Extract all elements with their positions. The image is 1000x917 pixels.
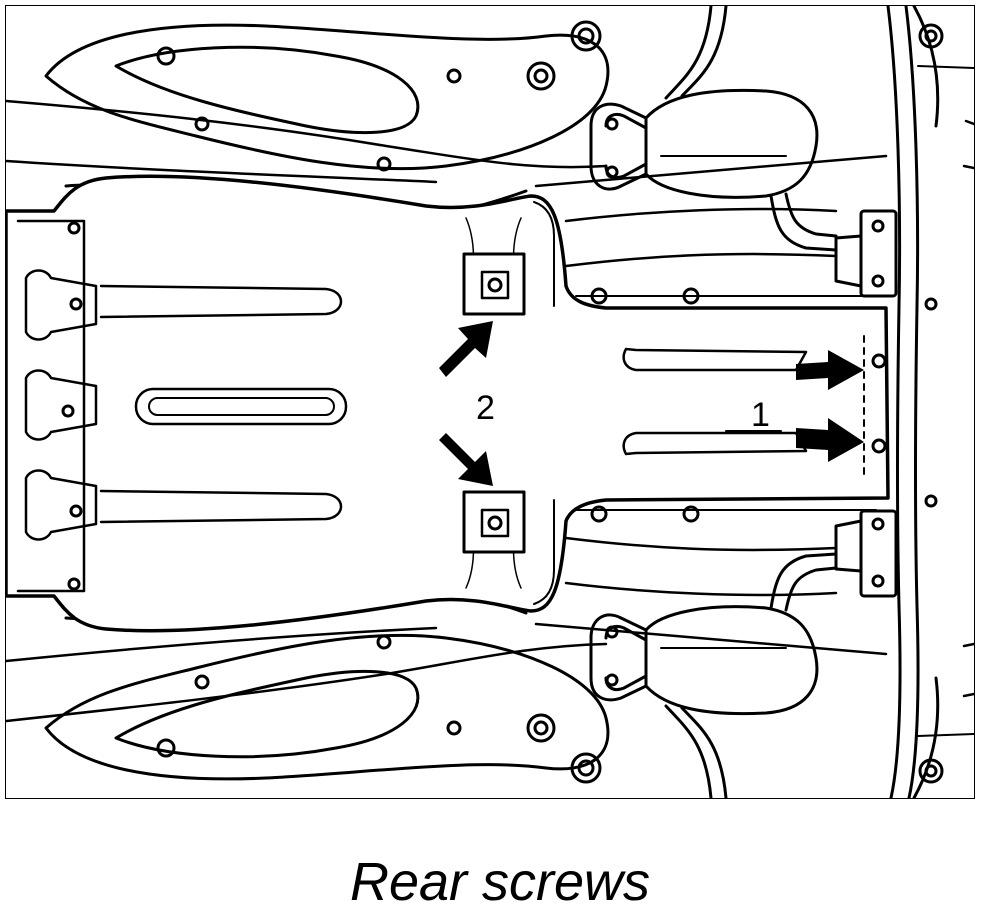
screw-bracket-lower: [462, 490, 526, 554]
upper-exhaust: [564, 6, 838, 268]
arrow-2-upper: [439, 321, 493, 377]
rail-bolt-center: [924, 764, 938, 778]
rail-bolt-center: [924, 29, 938, 43]
rail-hole: [924, 297, 938, 311]
upper-mount-bracket: [834, 209, 898, 298]
rail-bolt: [918, 23, 944, 49]
callout-label-1: 1: [751, 396, 770, 434]
arrow-2-lower: [439, 433, 493, 486]
arrow-1-upper: [796, 350, 864, 390]
underbody-diagram: 2 1: [6, 6, 974, 798]
diagram-caption: Rear screws: [349, 852, 651, 912]
background-lines: [6, 99, 974, 723]
lower-mount-bracket: [834, 509, 898, 598]
callout-label-2: 2: [476, 389, 495, 427]
skid-plate: [6, 174, 890, 633]
arrow-1-lower: [796, 418, 864, 462]
rail-bolt: [918, 758, 944, 784]
diagram-frame: 2 1: [5, 5, 975, 799]
rail-hole: [924, 494, 938, 508]
right-crossmember: [886, 6, 974, 798]
lower-exhaust: [564, 536, 838, 798]
screw-bracket-upper: [462, 252, 526, 316]
